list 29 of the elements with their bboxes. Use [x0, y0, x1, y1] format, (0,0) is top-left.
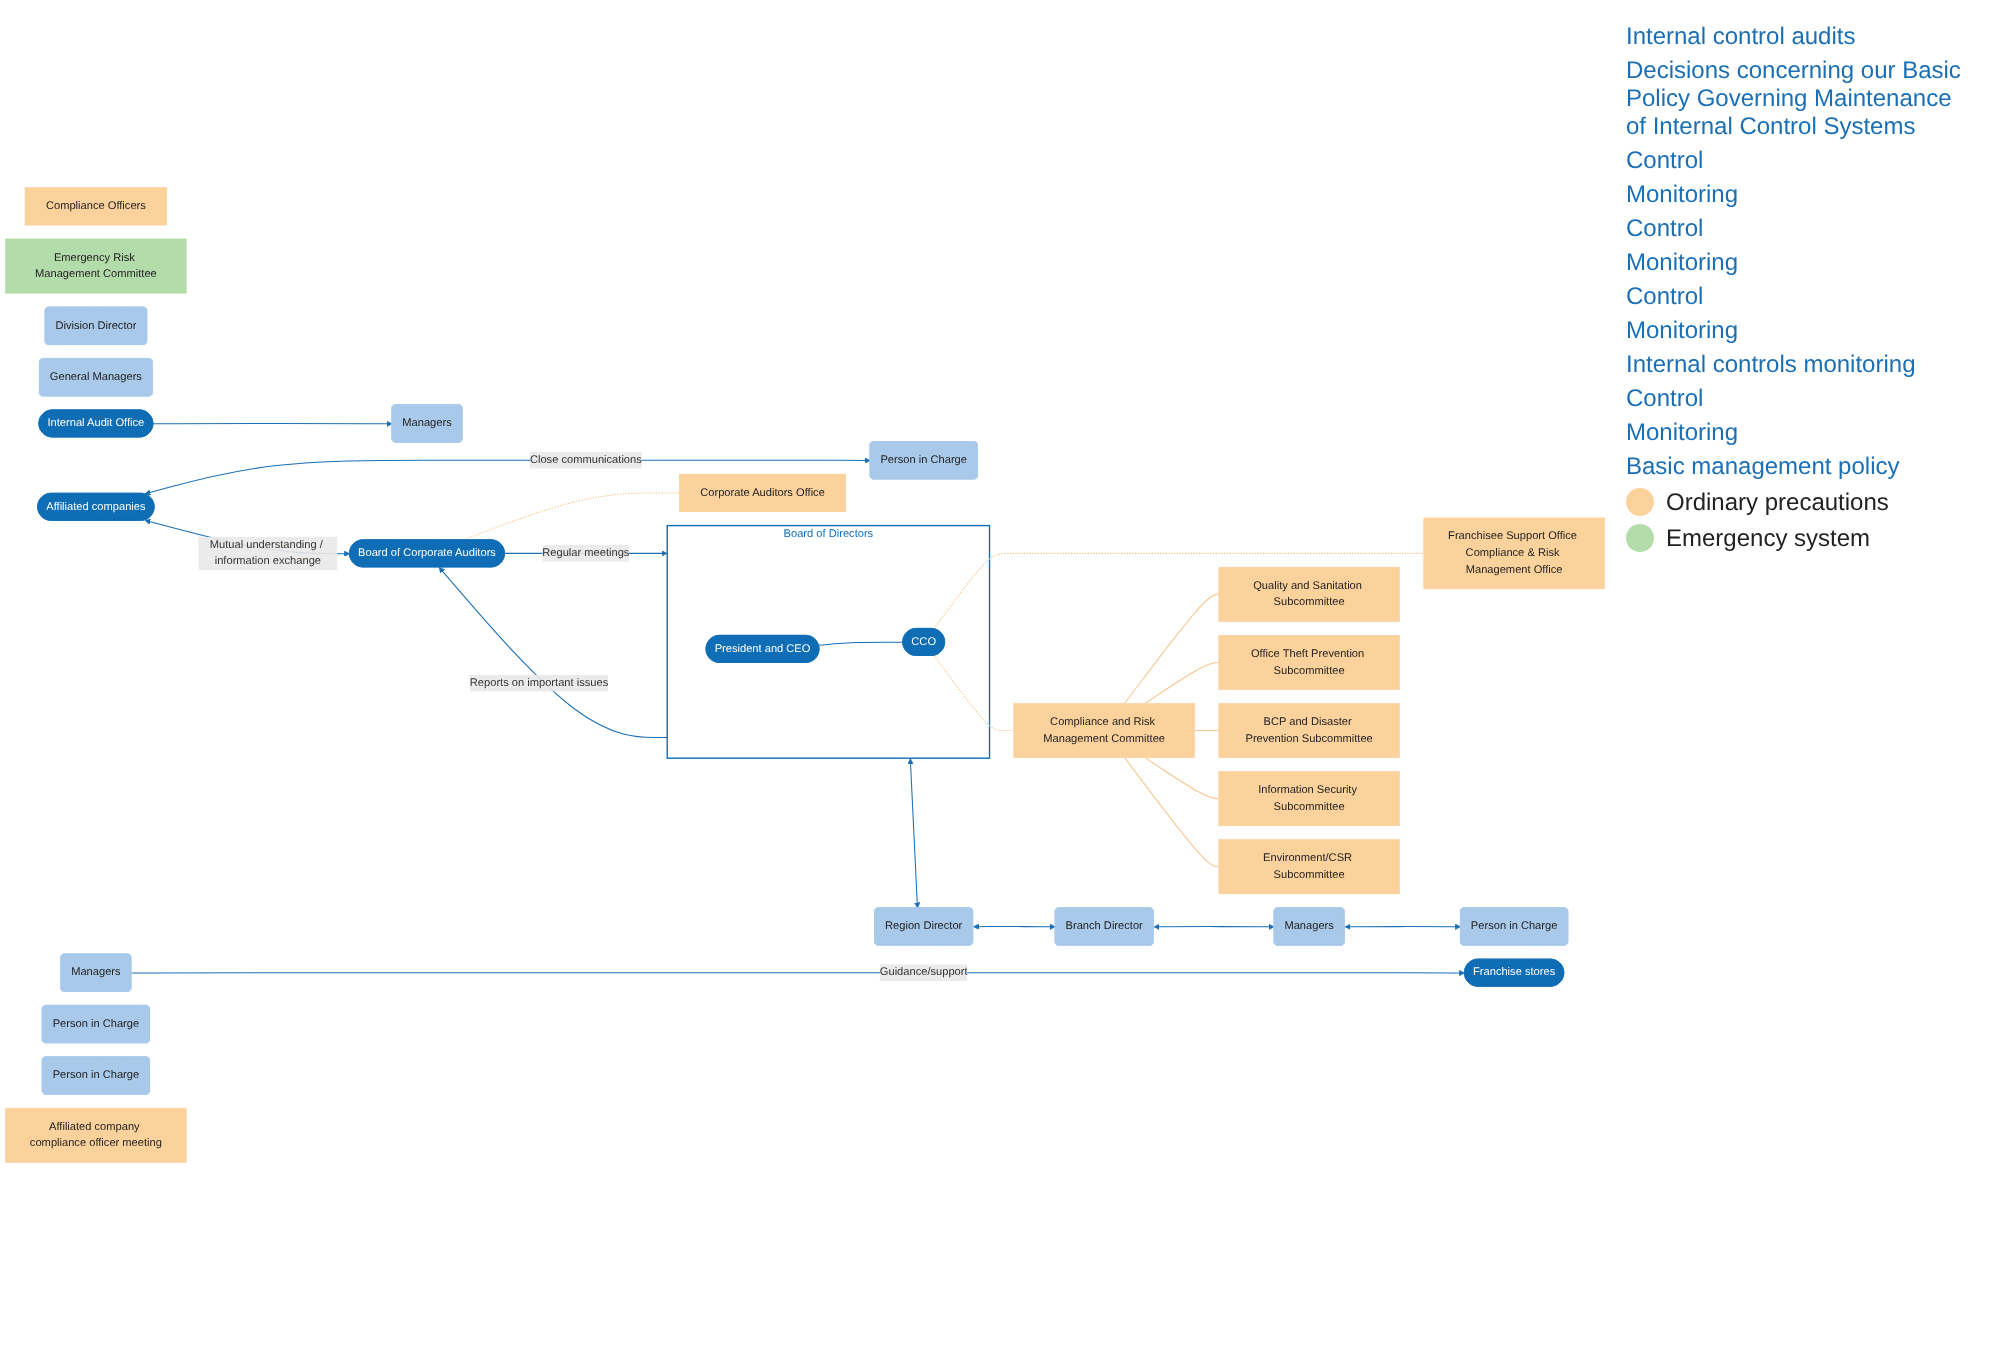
- note-text: Decisions concerning our Basic Policy Governing Maintenance of Internal Control Systems: [1626, 56, 1963, 140]
- arrow: [1344, 922, 1462, 929]
- connector: [1124, 756, 1220, 867]
- arrow: [130, 969, 1466, 976]
- note-text: Internal control audits: [1626, 22, 1858, 50]
- note-text: Control: [1626, 282, 1706, 310]
- note-text: Control: [1626, 214, 1706, 242]
- arrow: [973, 922, 1056, 929]
- legend-label: Ordinary precautions: [1666, 488, 1889, 516]
- connector: [818, 640, 904, 645]
- arrow: [438, 566, 668, 738]
- arrow: [1153, 922, 1275, 929]
- note-text: Control: [1626, 384, 1706, 412]
- connector: [933, 654, 1015, 731]
- connector: [1144, 756, 1220, 799]
- connector: [1144, 660, 1220, 703]
- connector: [1193, 729, 1220, 731]
- note-text: Basic management policy: [1626, 452, 1902, 480]
- note-text: Monitoring: [1626, 316, 1741, 344]
- connector: [1124, 592, 1220, 703]
- legend-label: Emergency system: [1666, 524, 1871, 552]
- arrow: [907, 757, 921, 908]
- note-text: Monitoring: [1626, 418, 1741, 446]
- note-text: Control: [1626, 146, 1706, 174]
- arrow: [152, 419, 393, 426]
- note-text: Monitoring: [1626, 248, 1741, 276]
- connector: [933, 551, 1425, 629]
- note-text: Monitoring: [1626, 180, 1741, 208]
- note-text: Internal controls monitoring: [1626, 350, 1918, 378]
